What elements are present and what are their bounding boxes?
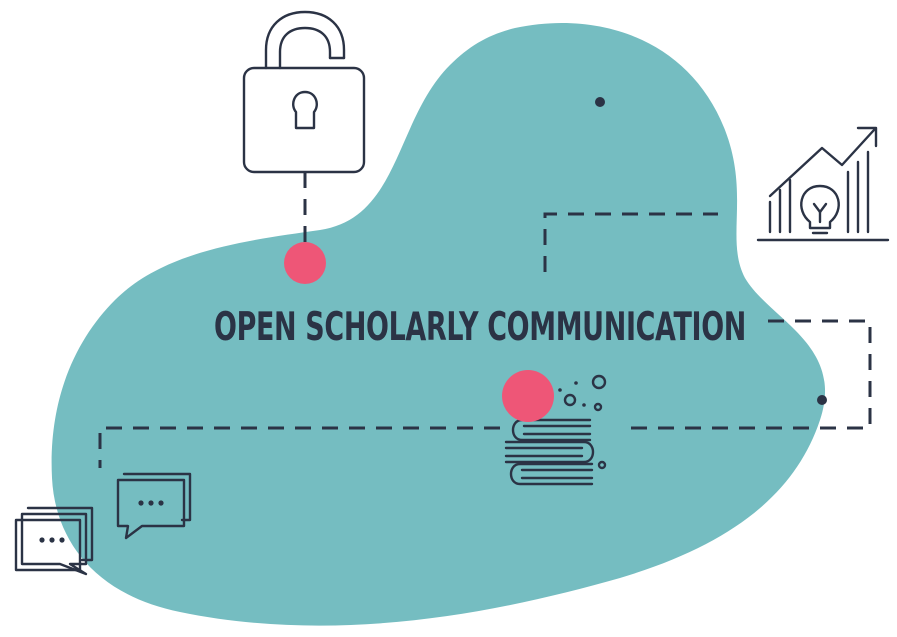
stacked-books-icon bbox=[504, 374, 607, 486]
diagram-title: OPEN SCHOLARLY COMMUNICATION bbox=[214, 305, 746, 350]
connector-lines bbox=[98, 172, 872, 468]
growth-chart-lightbulb-icon bbox=[756, 126, 890, 242]
pink-dot-books bbox=[502, 370, 554, 422]
chat-bubble-icon bbox=[116, 472, 192, 540]
pink-dot-lock bbox=[284, 242, 326, 284]
connector-right-loop bbox=[620, 319, 872, 430]
chat-bubbles-icon bbox=[14, 506, 94, 576]
teal-blob bbox=[51, 23, 826, 626]
small-dot-top bbox=[595, 97, 605, 107]
connector-growth-bracket bbox=[543, 212, 718, 272]
unlocked-padlock-icon bbox=[242, 10, 366, 174]
small-dot-right bbox=[817, 395, 827, 405]
